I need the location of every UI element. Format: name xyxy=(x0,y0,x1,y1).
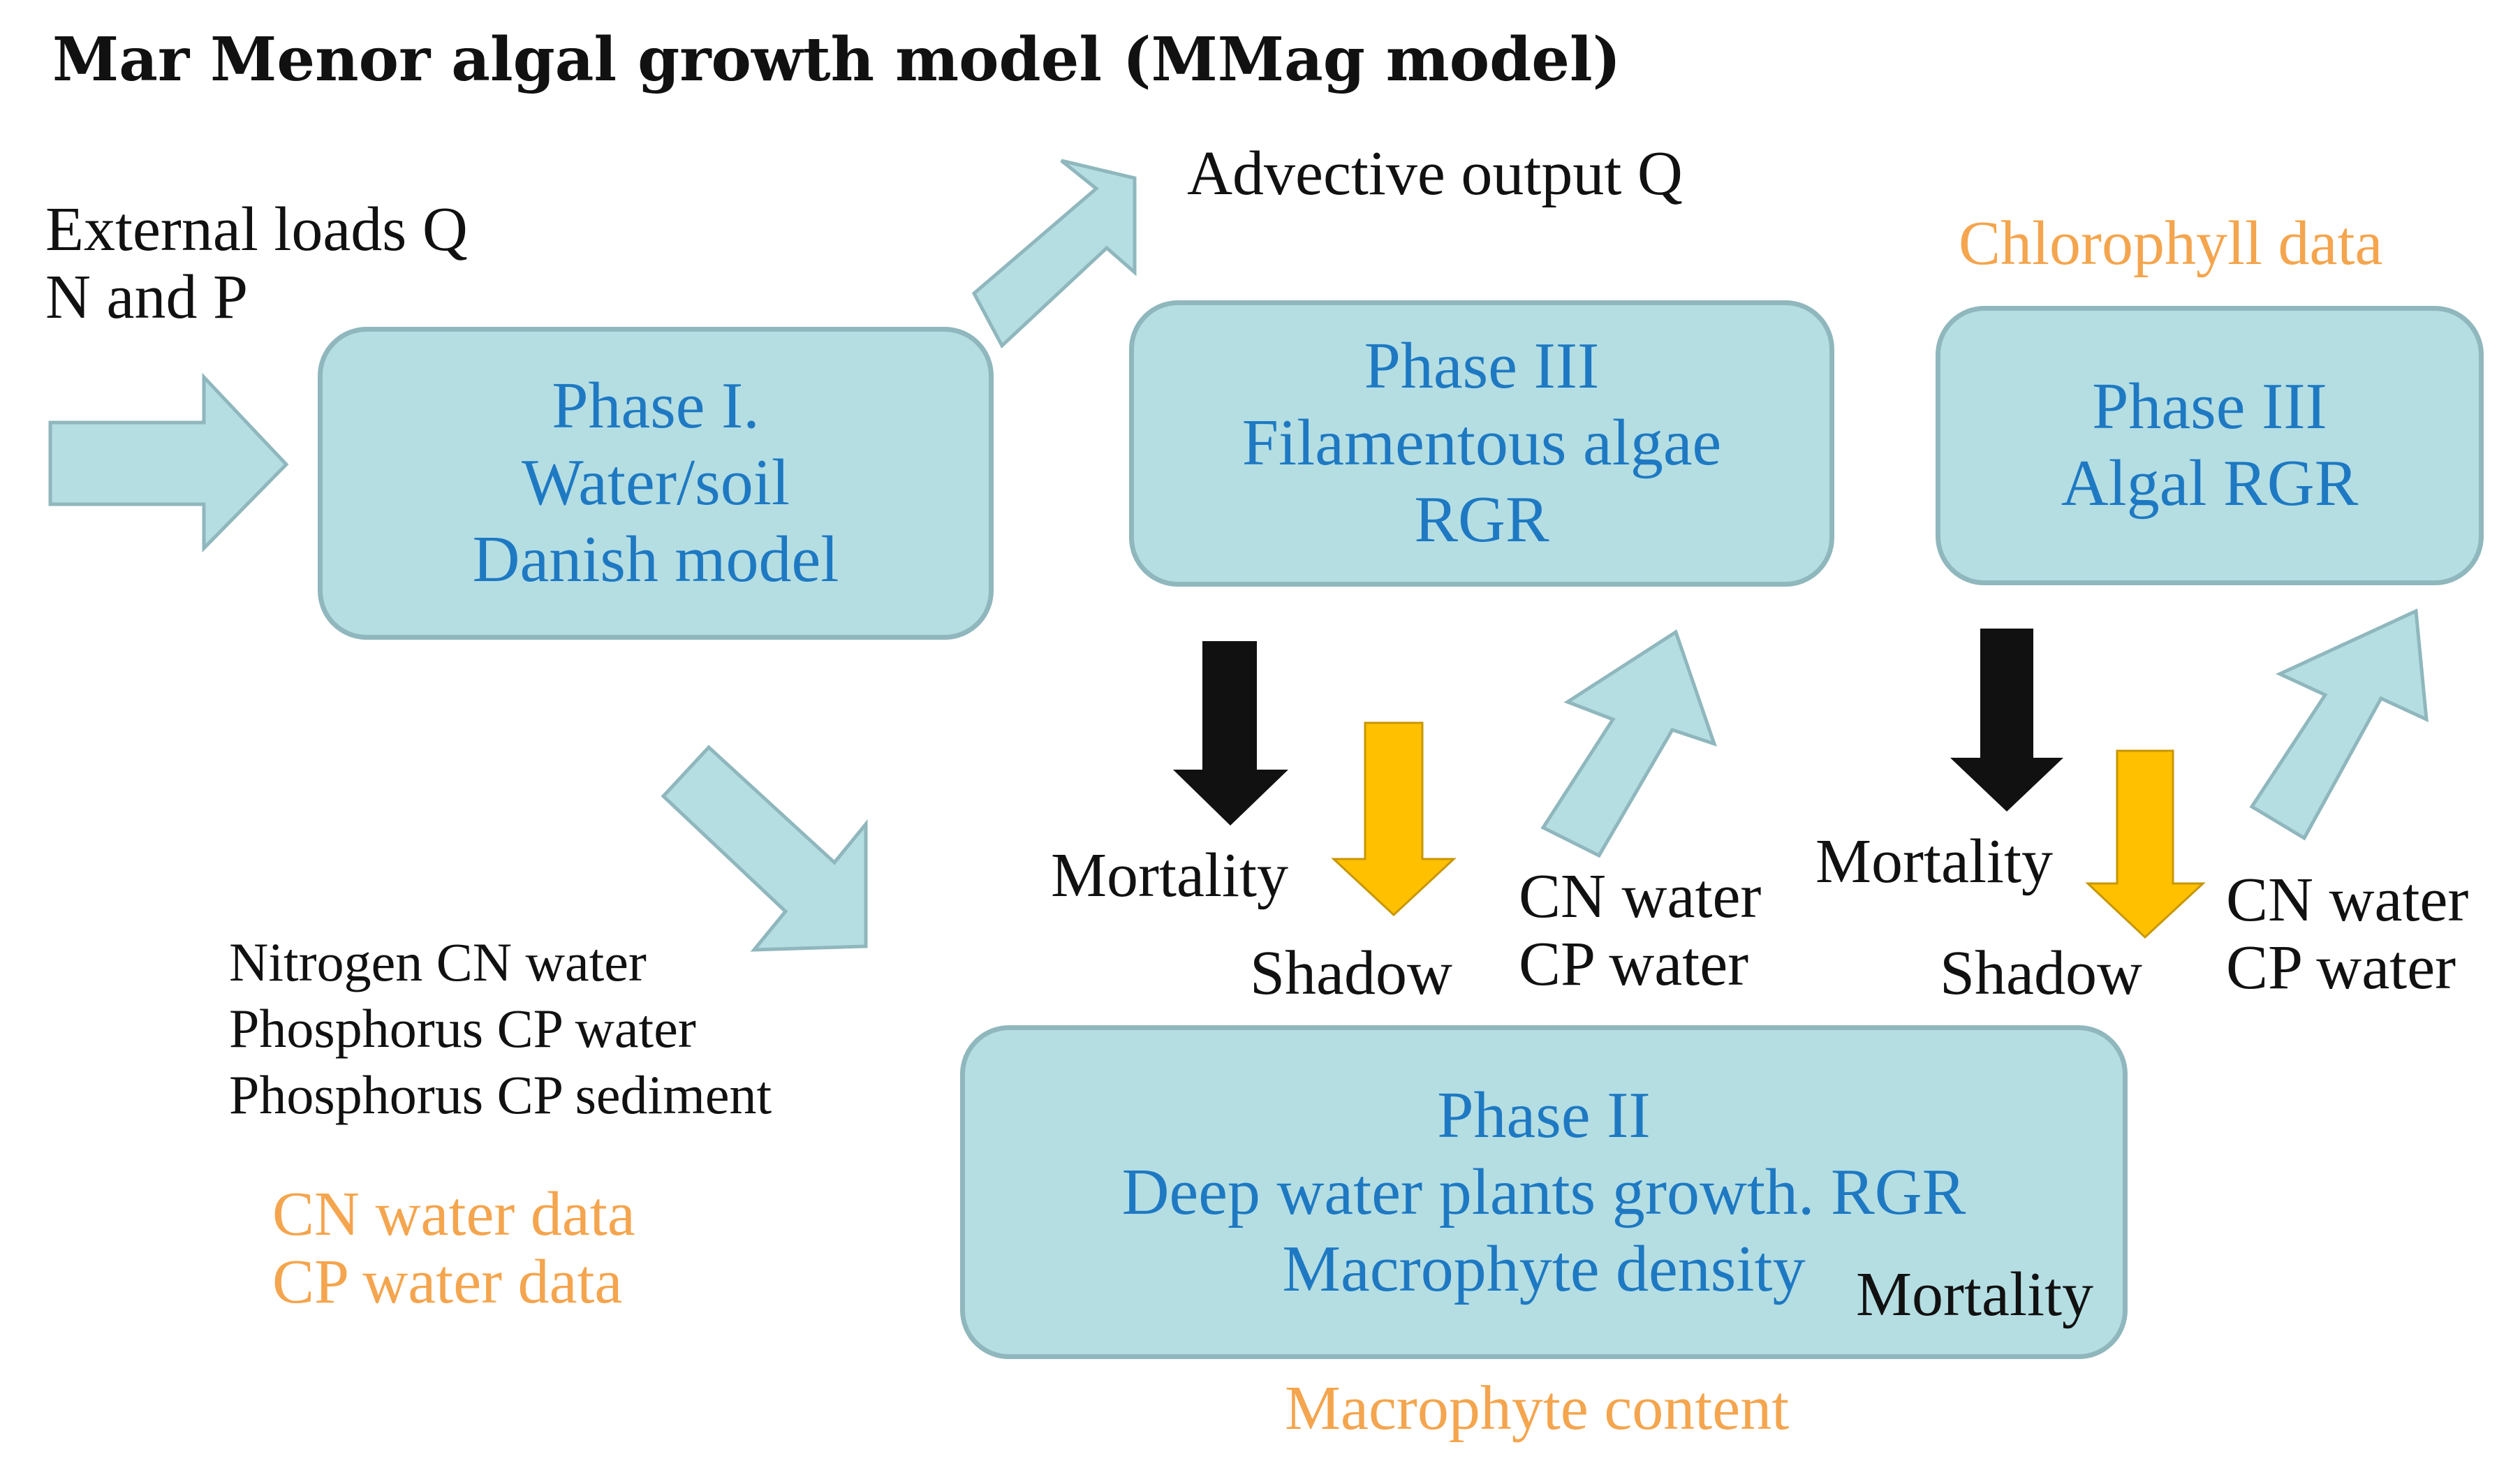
phase-1-line-3: Danish model xyxy=(472,522,839,596)
external-loads-line-2: N and P xyxy=(45,263,248,332)
mortality-label-3: Mortality xyxy=(1856,1260,2093,1329)
nutrient-phosphorus-cp-water: Phosphorus CP water xyxy=(229,998,696,1059)
phase-2-line-1: Phase II xyxy=(1437,1079,1651,1152)
phase-1-line-2: Water/soil xyxy=(522,446,790,520)
phase-3a-line-2: Filamentous algae xyxy=(1241,406,1722,480)
mortality-label-1: Mortality xyxy=(1051,841,1288,910)
cn-water-data-label: CN water data xyxy=(272,1180,635,1249)
cn-water-label-1: CN water xyxy=(1519,862,1762,931)
cp-water-label-1: CP water xyxy=(1519,930,1749,999)
cp-water-label-2: CP water xyxy=(2226,933,2456,1003)
shadow-label-2: Shadow xyxy=(1940,939,2142,1008)
uptake-arrow-2 xyxy=(2249,608,2429,841)
cn-water-label-2: CN water xyxy=(2226,865,2469,934)
diagram-title: Mar Menor algal growth model (MMag model… xyxy=(52,24,1621,95)
phase-1-line-1: Phase I. xyxy=(552,369,760,443)
phase-3-filamentous-box: Phase III Filamentous algae RGR xyxy=(1129,300,1834,587)
nutrients-list: Nitrogen CN water Phosphorus CP water Ph… xyxy=(229,929,772,1128)
nutrient-nitrogen-cn-water: Nitrogen CN water xyxy=(229,932,647,992)
phase-3a-line-1: Phase III xyxy=(1364,330,1600,403)
phase-3a-line-3: RGR xyxy=(1414,483,1549,556)
cn-cp-water-labels-2: CN water CP water xyxy=(2226,866,2468,1002)
phase-2-line-2: Deep water plants growth. RGR xyxy=(1121,1155,1966,1228)
phase-2-box: Phase II Deep water plants growth. RGR M… xyxy=(960,1025,2128,1359)
shadow-label-1: Shadow xyxy=(1250,939,1452,1008)
water-data-labels: CN water data CP water data xyxy=(272,1180,635,1316)
advective-output-label: Advective output Q xyxy=(1187,139,1683,208)
shadow-arrow-1 xyxy=(1331,721,1457,917)
advective-output-arrow xyxy=(971,159,1137,349)
input-arrow xyxy=(48,372,289,553)
cp-water-data-label: CP water data xyxy=(272,1247,623,1317)
uptake-arrow-1 xyxy=(1540,629,1718,858)
chlorophyll-data-label: Chlorophyll data xyxy=(1959,209,2383,278)
nutrient-phosphorus-cp-sediment: Phosphorus CP sediment xyxy=(229,1064,772,1126)
external-loads-line-1: External loads Q xyxy=(45,195,468,264)
phase-3b-line-1: Phase III xyxy=(2092,370,2327,443)
nutrients-arrow xyxy=(661,744,868,952)
mortality-arrow-1 xyxy=(1173,641,1288,826)
mortality-label-2: Mortality xyxy=(1815,827,2053,896)
phase-2-line-3: Macrophyte density xyxy=(1282,1232,1806,1305)
shadow-arrow-2 xyxy=(2085,749,2206,939)
macrophyte-content-label: Macrophyte content xyxy=(1285,1374,1790,1443)
phase-3-algal-box: Phase III Algal RGR xyxy=(1936,306,2484,585)
mortality-arrow-2 xyxy=(1950,629,2063,812)
external-loads-label: External loads Q N and P xyxy=(45,195,468,332)
cn-cp-water-labels-1: CN water CP water xyxy=(1519,862,1762,999)
phase-1-box: Phase I. Water/soil Danish model xyxy=(318,327,994,640)
phase-3b-line-2: Algal RGR xyxy=(2061,447,2359,520)
